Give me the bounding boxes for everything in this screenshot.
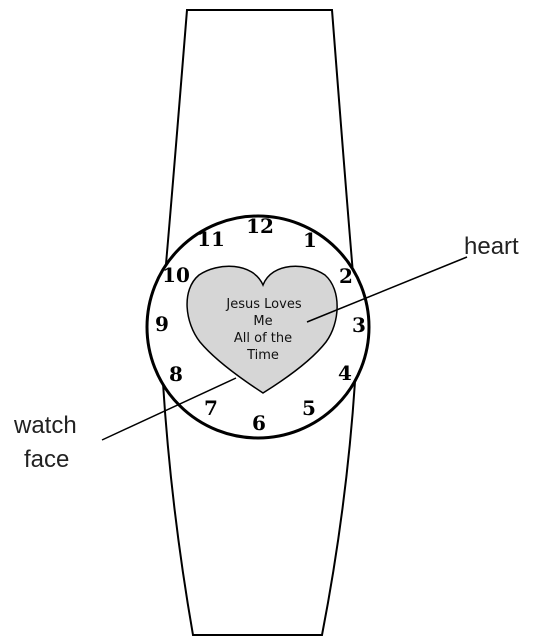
heart-label: heart bbox=[464, 233, 519, 260]
watch-face-label-line-2: face bbox=[24, 446, 69, 473]
clock-number-8: 8 bbox=[169, 362, 183, 386]
clock-number-5: 5 bbox=[302, 396, 316, 420]
clock-number-11: 11 bbox=[197, 227, 225, 251]
heart-text-line-4: Time bbox=[246, 348, 279, 363]
watch-face-label-line-1: watch bbox=[13, 412, 77, 439]
clock-number-2: 2 bbox=[339, 264, 353, 288]
clock-number-9: 9 bbox=[155, 312, 169, 336]
clock-number-3: 3 bbox=[352, 313, 366, 337]
heart-text-line-3: All of the bbox=[234, 331, 292, 346]
heart-text-line-2: Me bbox=[253, 314, 272, 329]
heart-text-line-1: Jesus Loves bbox=[225, 297, 301, 312]
clock-number-10: 10 bbox=[162, 263, 190, 287]
clock-number-4: 4 bbox=[338, 361, 352, 385]
clock-number-1: 1 bbox=[303, 228, 317, 252]
clock-number-6: 6 bbox=[252, 411, 266, 435]
clock-number-7: 7 bbox=[204, 396, 218, 420]
clock-number-12: 12 bbox=[246, 214, 274, 238]
